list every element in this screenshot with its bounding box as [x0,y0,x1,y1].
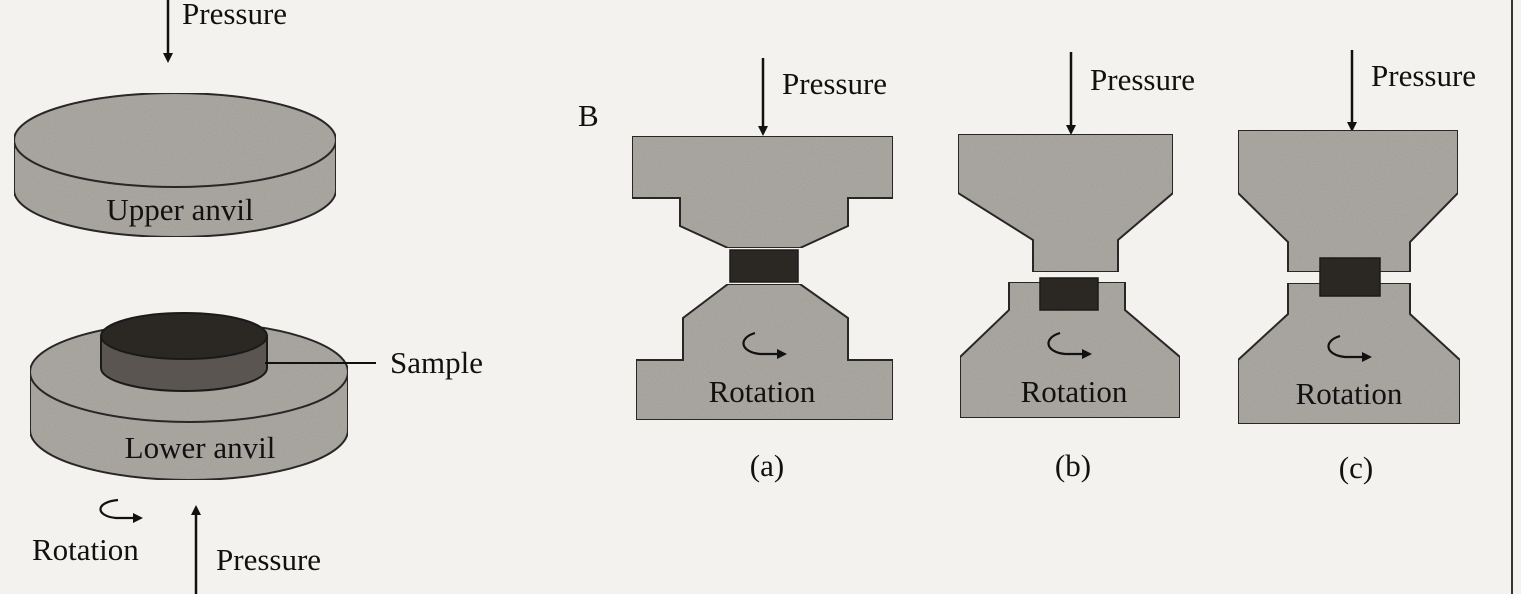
config-b-pressure-label: Pressure [1090,62,1195,97]
config-a-upper-anvil [631,135,894,249]
rotation-arrow-icon [742,331,787,359]
rotation-arrow-icon [1327,334,1372,362]
config-c: Pressure Rotation (c) [1237,50,1476,485]
rotation-arrow-icon [1047,331,1092,359]
panel-b: B Pressure Rotation (a) Pressure Rotatio… [578,50,1476,485]
config-a-rotation-label: Rotation [709,374,816,409]
sample-disc [100,312,268,392]
rotation-label: Rotation [32,532,139,567]
config-b-upper-anvil [957,133,1174,273]
top-pressure-label: Pressure [182,0,287,31]
config-c-rotation-label: Rotation [1296,376,1403,411]
config-b-caption: (b) [1055,448,1091,483]
config-b: Pressure Rotation (b) [957,52,1195,483]
config-a-lower-anvil [635,283,894,421]
bottom-pressure-label: Pressure [216,542,321,577]
config-a-caption: (a) [750,448,784,483]
panel-b-letter: B [578,98,599,133]
config-c-sample [1319,257,1381,297]
sample-label: Sample [390,345,483,380]
upper-anvil [13,92,337,238]
panel-a: Pressure Upper anvil Sample Lower anvil … [13,0,483,594]
config-b-sample [1039,277,1099,311]
config-b-lower-anvil [959,281,1181,419]
config-a-sample [729,249,799,283]
lower-anvil-label: Lower anvil [125,430,276,465]
upper-anvil-label: Upper anvil [106,192,253,227]
config-c-caption: (c) [1339,450,1373,485]
config-c-pressure-label: Pressure [1371,58,1476,93]
rotation-arrow-icon [99,498,143,523]
config-a-pressure-label: Pressure [782,66,887,101]
config-b-rotation-label: Rotation [1021,374,1128,409]
config-a: Pressure Rotation (a) [631,58,894,483]
config-c-upper-anvil [1237,129,1459,273]
config-c-lower-anvil [1237,282,1461,425]
